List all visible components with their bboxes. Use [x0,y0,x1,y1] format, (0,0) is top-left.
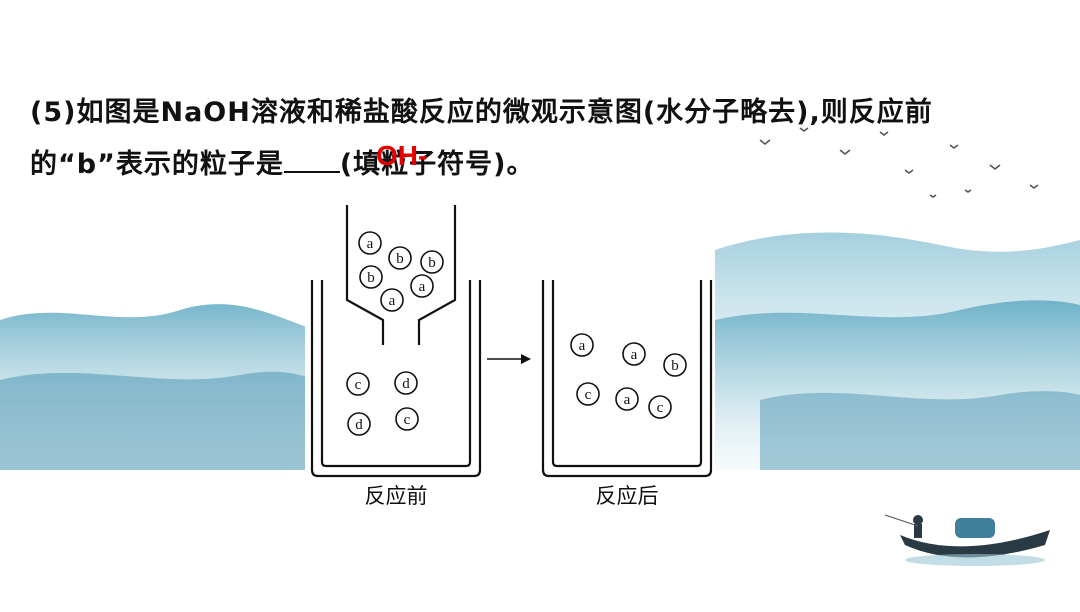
particle-label-c: c [585,387,592,403]
funnel [345,205,385,345]
particle-a [410,274,434,298]
particle-label-d: d [355,417,363,433]
particle-a [570,333,594,357]
question-text-2-prefix: 的“b”表示的粒子是 [30,149,284,180]
particle-label-c: c [657,400,664,416]
after-label: 反应后 [596,484,659,508]
before-label: 反应前 [365,484,428,508]
particle-b [388,246,412,270]
particle-b [420,250,444,274]
particle-label-a: a [624,392,631,408]
particle-label-a: a [419,279,426,295]
beaker-after [541,280,713,478]
birds-decoration [759,127,1039,198]
particle-label-a: a [631,347,638,363]
particle-label-b: b [428,255,436,271]
question-line-1: (5)如图是NaOH溶液和稀盐酸反应的微观示意图(水分子略去),则反应前 [30,90,933,129]
particle-label-a: a [367,236,374,252]
arrow-icon [487,354,531,364]
particle-label-c: c [404,412,411,428]
particle-c [576,382,600,406]
particle-d [347,412,371,436]
particle-a [380,288,404,312]
particle-label-b: b [367,270,375,286]
particle-d [394,371,418,395]
beaker-before [310,280,482,478]
particle-label-c: c [355,377,362,393]
particle-b [663,353,687,377]
question-line-2: 的“b”表示的粒子是 (填粒子符号)。 [30,142,535,181]
question-text-2-suffix: (填粒子符号)。 [339,149,535,180]
particle-c [395,407,419,431]
answer-blank [283,145,340,173]
particle-a [358,231,382,255]
particle-b [359,265,383,289]
particle-label-b: b [396,251,404,267]
particle-label-a: a [579,338,586,354]
boat-decoration [884,514,1050,566]
particle-label-b: b [671,358,679,374]
particle-c [346,372,370,396]
question-text-1: (5)如图是NaOH溶液和稀盐酸反应的微观示意图(水分子略去),则反应前 [30,97,933,128]
particle-a [615,387,639,411]
particle-a [622,342,646,366]
answer-text: OH- [376,140,428,171]
particle-label-d: d [402,376,410,392]
particle-label-a: a [389,293,396,309]
particle-c [648,395,672,419]
